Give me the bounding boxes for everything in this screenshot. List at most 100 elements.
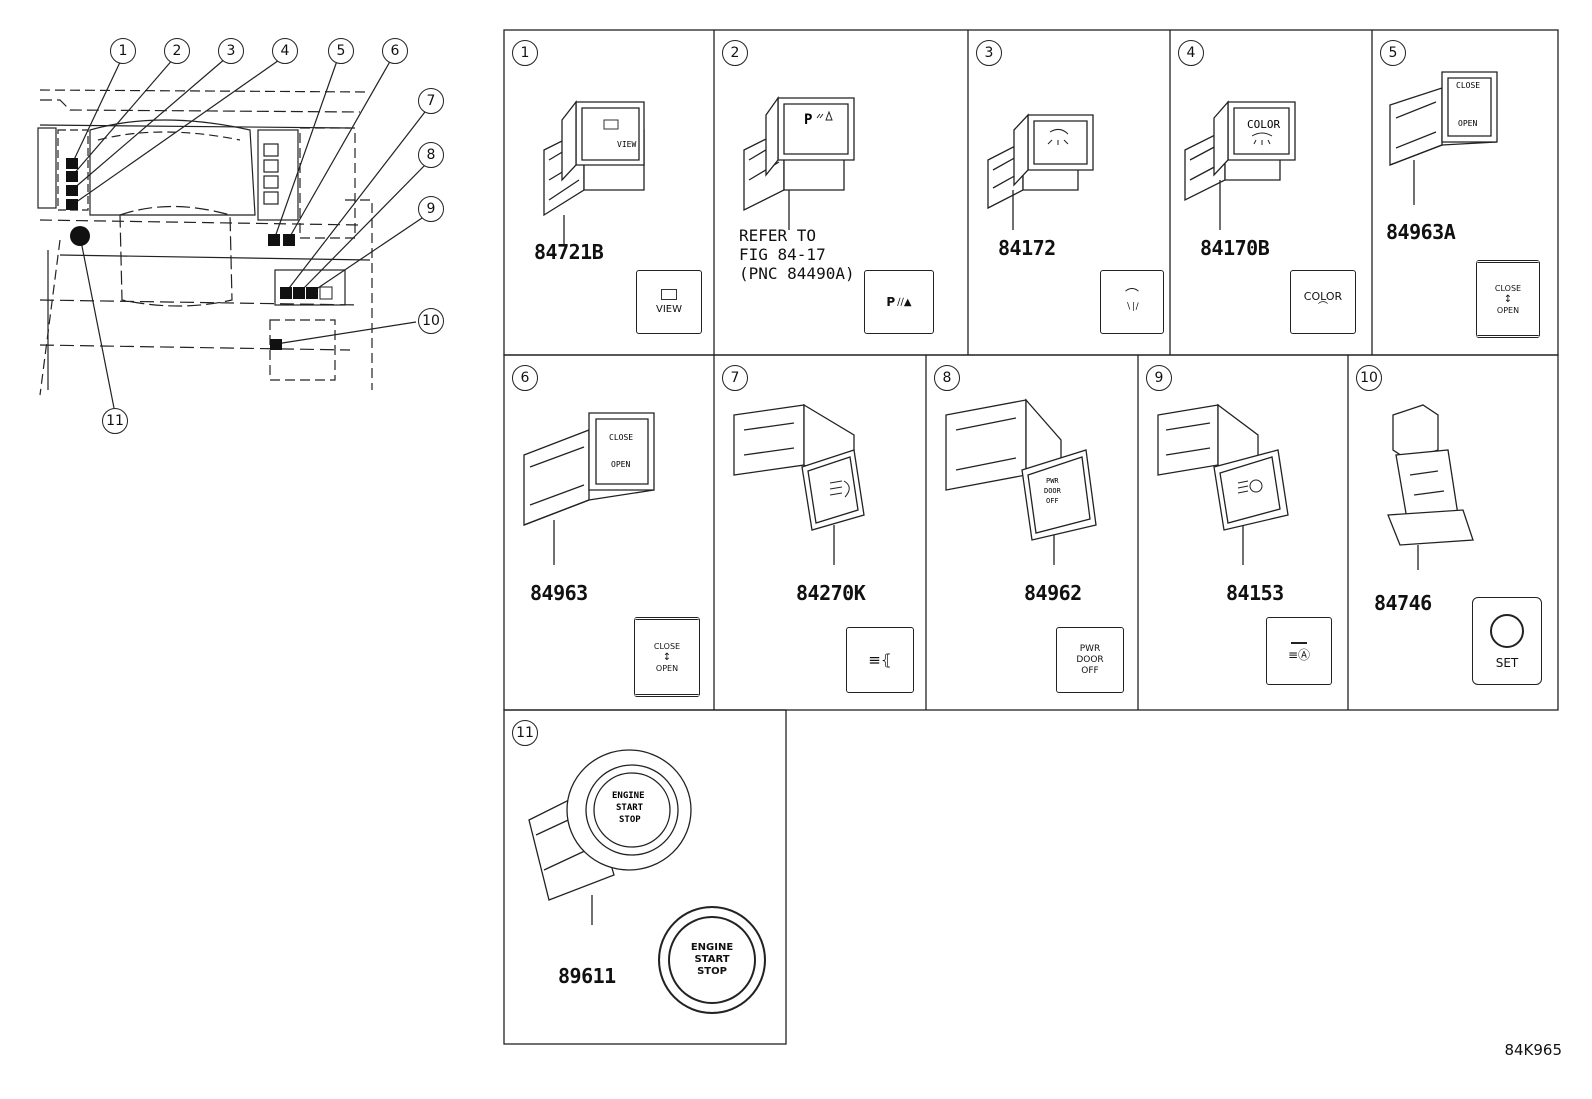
marker-9 — [306, 287, 318, 299]
switch-illustration-9 — [1157, 403, 1289, 565]
part-cell-7: 7 84270K ≡⦃ — [714, 355, 926, 710]
switch-illustration-11: ENGINE START STOP — [528, 749, 692, 925]
part-cell-8: 8 PWR DOOR OFF 84962 PWR DOOR OFF — [926, 355, 1138, 710]
overview-callout-2: 2 — [164, 38, 190, 64]
cell-callout-10: 10 — [1356, 365, 1382, 391]
dashboard-overview: 1 2 3 4 5 6 7 8 9 10 11 — [0, 0, 480, 460]
cell-callout-3: 3 — [976, 40, 1002, 66]
switch-face-text-5a: CLOSE — [1456, 81, 1480, 90]
dashboard-outline — [37, 57, 429, 409]
icon-label-8b: DOOR — [1076, 654, 1104, 665]
marker-3 — [66, 185, 78, 196]
switch-illustration-8: PWR DOOR OFF — [945, 398, 1097, 565]
switch-illustration-1: VIEW — [543, 100, 645, 245]
icon-label-6b: OPEN — [655, 663, 679, 673]
icon-box-1: VIEW — [636, 270, 702, 334]
switch-illustration-3 — [987, 113, 1094, 230]
icon-label-2: P — [886, 294, 896, 309]
switch-face-text-1: VIEW — [617, 140, 636, 149]
part-number-3: 84172 — [998, 236, 1056, 260]
part-number-11: 89611 — [558, 964, 616, 988]
icon-box-8: PWR DOOR OFF — [1056, 627, 1124, 693]
icon-box-7: ≡⦃ — [846, 627, 914, 693]
switch-face-text-8c: OFF — [1046, 497, 1059, 505]
switch-face-text-6b: OPEN — [611, 460, 630, 469]
marker-4 — [66, 199, 78, 210]
door-icon: ↕ — [662, 651, 672, 663]
switch-illustration-6: CLOSE OPEN — [523, 412, 655, 565]
icon-label-6a: CLOSE — [653, 641, 681, 651]
part-number-9: 84153 — [1226, 581, 1284, 605]
icon-label-5b: OPEN — [1496, 305, 1520, 315]
part-number-10: 84746 — [1374, 591, 1432, 615]
part-number-4: 84170B — [1200, 236, 1270, 260]
switch-illustration-7 — [733, 403, 865, 565]
marker-5 — [268, 234, 280, 246]
marker-11 — [70, 226, 90, 246]
refer-line-3: (PNC 84490A) — [739, 264, 855, 283]
light-color-icon: ⌒ — [1318, 302, 1328, 313]
parking-sensor-icon: ∕∕▲ — [897, 296, 912, 308]
overview-callout-6: 6 — [382, 38, 408, 64]
switch-face-text-8b: DOOR — [1044, 487, 1062, 495]
marker-7 — [280, 287, 292, 299]
indicator-bar-icon — [1291, 641, 1307, 644]
door-icon: ↕ — [1503, 293, 1513, 305]
overview-callout-10: 10 — [418, 308, 444, 334]
cell-callout-11: 11 — [512, 720, 538, 746]
icon-box-2: P ∕∕▲ — [864, 270, 934, 334]
cell-callout-5: 5 — [1380, 40, 1406, 66]
cell-callout-4: 4 — [1178, 40, 1204, 66]
overview-callout-8: 8 — [418, 142, 444, 168]
switch-illustration-4: COLOR — [1184, 100, 1296, 230]
cell-callout-6: 6 — [512, 365, 538, 391]
switch-face-text-4: COLOR — [1247, 118, 1280, 131]
icon-label-8a: PWR — [1079, 643, 1101, 654]
icon-label-4: COLOR — [1303, 290, 1343, 303]
part-cell-6: 6 CLOSE OPEN 84963 CLOSE ↕ OPEN — [504, 355, 714, 710]
overview-callout-7: 7 — [418, 88, 444, 114]
rear-defog-icon: ≡⦃ — [868, 650, 892, 669]
switch-illustration-5: CLOSE OPEN — [1389, 71, 1498, 205]
cell-callout-2: 2 — [722, 40, 748, 66]
refer-line-2: FIG 84-17 — [739, 245, 826, 264]
overview-callout-4: 4 — [272, 38, 298, 64]
switch-face-text-11c: STOP — [619, 815, 641, 825]
overview-callout-9: 9 — [418, 196, 444, 222]
part-cell-2: 2 P REFER TO FIG 84-17 (PNC 84490A) P ∕∕… — [714, 30, 968, 355]
icon-box-6: CLOSE ↕ OPEN — [634, 617, 700, 697]
part-number-5: 84963A — [1386, 220, 1456, 244]
part-cell-10: 10 84746 SET — [1348, 355, 1558, 710]
part-cell-1: 1 VIEW 84721B VIEW — [504, 30, 714, 355]
icon-box-4: COLOR ⌒ — [1290, 270, 1356, 334]
interior-light-icon: ⌒ — [1125, 288, 1139, 304]
part-cell-3: 3 84172 ⌒ ∖∣∕ — [968, 30, 1170, 355]
refer-note-2: REFER TO FIG 84-17 (PNC 84490A) — [739, 226, 855, 283]
figure-code: 84K965 — [1504, 1041, 1562, 1059]
part-number-6: 84963 — [530, 581, 588, 605]
marker-8 — [293, 287, 305, 299]
icon-box-10: SET — [1472, 597, 1542, 685]
auto-high-beam-icon: ≡Ⓐ — [1287, 647, 1311, 662]
icon-label-8c: OFF — [1081, 665, 1099, 676]
icon-box-9: ≡Ⓐ — [1266, 617, 1332, 685]
part-cell-4: 4 COLOR 84170B COLOR ⌒ — [1170, 30, 1372, 355]
cell-callout-1: 1 — [512, 40, 538, 66]
part-cell-9: 9 84153 ≡Ⓐ — [1138, 355, 1348, 710]
icon-box-11: ENGINE START STOP — [658, 906, 766, 1014]
cell-callout-7: 7 — [722, 365, 748, 391]
icon-label-10: SET — [1495, 655, 1519, 670]
icon-label-11c: STOP — [697, 966, 727, 977]
switch-face-text-5b: OPEN — [1458, 119, 1477, 128]
interior-light-rays: ∖∣∕ — [1125, 302, 1139, 312]
marker-6 — [283, 234, 295, 246]
marker-1 — [66, 158, 78, 169]
part-number-1: 84721B — [534, 240, 604, 264]
overview-callout-1: 1 — [110, 38, 136, 64]
part-cell-11: 11 ENGINE START STOP 89611 ENGINE START … — [504, 710, 786, 1044]
switch-face-text-2: P — [804, 112, 812, 128]
icon-label-11b: START — [694, 954, 730, 965]
switch-illustration-2: P — [743, 95, 855, 230]
part-number-7: 84270K — [796, 581, 866, 605]
icon-box-5: CLOSE ↕ OPEN — [1476, 260, 1540, 338]
